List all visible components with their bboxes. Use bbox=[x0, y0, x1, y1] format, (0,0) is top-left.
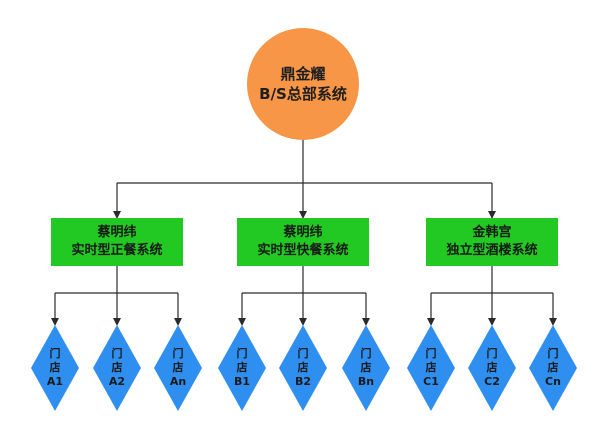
diamond-shape bbox=[407, 325, 455, 411]
group-node-3: 金韩宫 独立型酒楼系统 bbox=[426, 218, 558, 266]
store-node-cn-line1: 门 bbox=[547, 347, 559, 360]
store-node-a2-line1: 门 bbox=[111, 347, 123, 360]
group-node-1-title: 蔡明纬 bbox=[97, 225, 137, 240]
store-node-b1-line2: 店 bbox=[236, 361, 248, 374]
diamond-shape bbox=[279, 325, 327, 411]
group-node-2-subtitle: 实时型快餐系统 bbox=[257, 243, 349, 258]
store-node-b2-line1: 门 bbox=[297, 347, 309, 360]
group-node-3-title: 金韩宫 bbox=[472, 225, 512, 240]
store-node-an-line2: 店 bbox=[172, 361, 184, 374]
store-node-bn-line1: 门 bbox=[360, 347, 372, 360]
diamond-shape bbox=[31, 325, 79, 411]
store-node-b1: 门 店 B1 bbox=[218, 325, 266, 411]
group-node-2-title: 蔡明纬 bbox=[283, 225, 323, 240]
store-node-bn: 门 店 Bn bbox=[342, 325, 390, 411]
store-node-cn-line2: 店 bbox=[547, 361, 559, 374]
group-node-1: 蔡明纬 实时型正餐系统 bbox=[51, 218, 183, 266]
store-node-c2-line2: 店 bbox=[486, 361, 498, 374]
root-node-title: 鼎金耀 bbox=[280, 65, 326, 83]
diamond-shape bbox=[468, 325, 516, 411]
diamond-shape bbox=[154, 325, 202, 411]
store-node-an-line3: An bbox=[169, 375, 187, 388]
store-node-an-line1: 门 bbox=[172, 347, 184, 360]
store-node-a2-line2: 店 bbox=[111, 361, 123, 374]
store-node-c1: 门 店 C1 bbox=[407, 325, 455, 411]
root-node-subtitle: B/S总部系统 bbox=[259, 85, 347, 103]
group-node-3-subtitle: 独立型酒楼系统 bbox=[446, 243, 538, 258]
store-node-an: 门 店 An bbox=[154, 325, 202, 411]
store-node-b2-line2: 店 bbox=[297, 361, 309, 374]
store-node-c1-line3: C1 bbox=[423, 375, 439, 388]
store-node-bn-line3: Bn bbox=[357, 375, 375, 388]
root-node-hq-system: 鼎金耀 B/S总部系统 bbox=[247, 28, 359, 140]
store-node-c1-line2: 店 bbox=[425, 361, 437, 374]
diamond-shape bbox=[529, 325, 577, 411]
store-node-c1-line1: 门 bbox=[425, 347, 437, 360]
store-node-b1-line3: B1 bbox=[233, 375, 251, 388]
store-node-b1-line1: 门 bbox=[236, 347, 248, 360]
store-node-a2-line3: A2 bbox=[108, 375, 126, 388]
store-node-b2-line3: B2 bbox=[294, 375, 312, 388]
group-node-1-subtitle: 实时型正餐系统 bbox=[71, 243, 163, 258]
diamond-shape bbox=[342, 325, 390, 411]
store-node-c2-line3: C2 bbox=[484, 375, 500, 388]
store-node-a2: 门 店 A2 bbox=[93, 325, 141, 411]
group-node-2: 蔡明纬 实时型快餐系统 bbox=[237, 218, 369, 266]
store-node-cn: 门 店 Cn bbox=[529, 325, 577, 411]
store-node-a1-line2: 店 bbox=[49, 361, 61, 374]
store-node-c2: 门 店 C2 bbox=[468, 325, 516, 411]
diamond-shape bbox=[93, 325, 141, 411]
store-node-a1-line3: A1 bbox=[46, 375, 64, 388]
store-node-b2: 门 店 B2 bbox=[279, 325, 327, 411]
store-node-a1-line1: 门 bbox=[49, 347, 61, 360]
store-node-c2-line1: 门 bbox=[486, 347, 498, 360]
store-node-cn-line3: Cn bbox=[545, 375, 561, 388]
store-node-a1: 门 店 A1 bbox=[31, 325, 79, 411]
store-node-bn-line2: 店 bbox=[360, 361, 372, 374]
diamond-shape bbox=[218, 325, 266, 411]
